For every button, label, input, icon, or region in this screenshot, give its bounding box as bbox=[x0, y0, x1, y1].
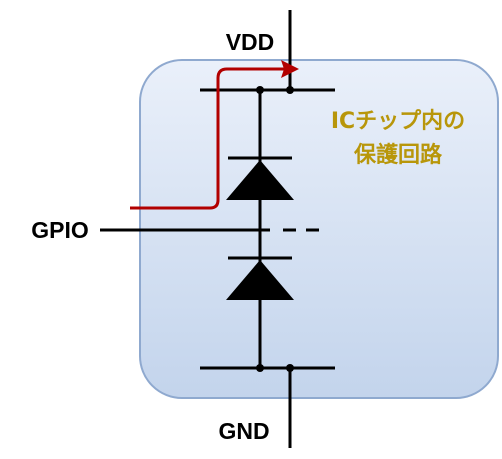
gnd-rail-junction-right bbox=[286, 364, 294, 372]
gnd-rail-junction-left bbox=[256, 364, 264, 372]
current-path-arrow bbox=[130, 67, 286, 210]
gnd-label: GND bbox=[218, 418, 269, 444]
gpio-label: GPIO bbox=[31, 217, 89, 243]
lower-diode bbox=[226, 256, 294, 300]
chip-label-line1: ICチップ内の bbox=[331, 109, 465, 134]
upper-diode bbox=[226, 156, 294, 200]
current-path-arrowhead bbox=[281, 60, 299, 78]
chip-label-line2: 保護回路 bbox=[353, 142, 443, 168]
vdd-label: VDD bbox=[226, 29, 275, 55]
vdd-rail-junction-right bbox=[286, 86, 294, 94]
